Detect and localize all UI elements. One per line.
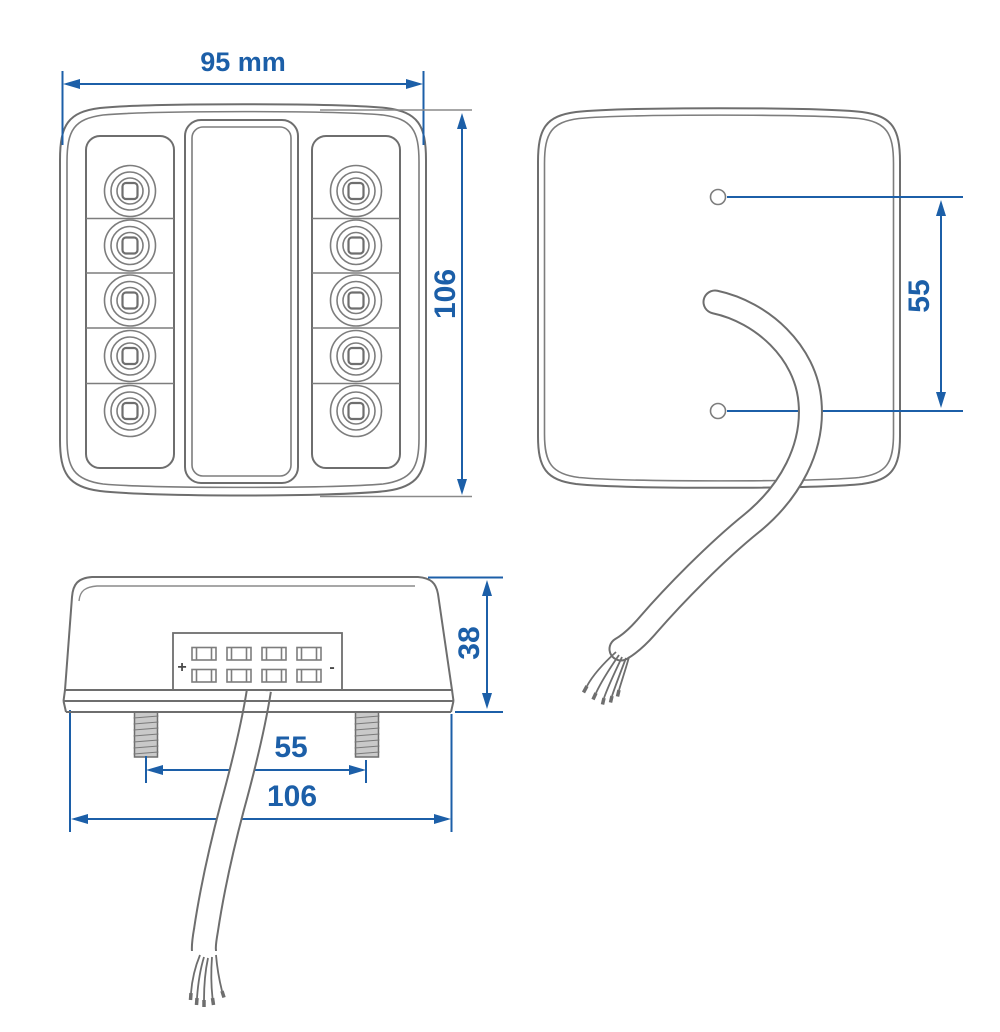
right-led-panel: [311, 135, 401, 469]
left-mounting-stud: [132, 711, 160, 758]
stud-spacing-label: 55: [274, 731, 307, 764]
arrow-down-icon: [457, 479, 467, 495]
front-height-dimension: 106: [320, 109, 472, 498]
side-wire-tips: [188, 990, 226, 1007]
front-width-dimension: 95 mm: [61, 47, 425, 145]
terminal-plus-label: +: [177, 659, 186, 676]
front-view: 95 mm 106: [59, 47, 472, 498]
arrow-right-icon: [349, 765, 366, 775]
side-cable-wires: [190, 954, 223, 1001]
right-mounting-stud: [353, 711, 381, 758]
arrow-up-icon: [936, 200, 946, 216]
arrow-left-icon: [146, 765, 163, 775]
arrow-down-icon: [936, 392, 946, 408]
hole-spacing-dimension: 55: [727, 196, 963, 412]
back-view: 55: [537, 107, 963, 705]
terminal-block: + -: [172, 632, 343, 691]
back-cable-wires: [586, 651, 630, 699]
mounting-hole-bottom: [709, 402, 727, 420]
side-cable: [188, 687, 272, 1007]
mounting-flange: [62, 689, 455, 713]
arrow-up-icon: [482, 580, 492, 596]
front-width-label: 95 mm: [200, 47, 286, 77]
side-width-label: 106: [267, 780, 317, 813]
left-led-panel: [85, 135, 175, 469]
side-height-dimension: 38: [428, 576, 503, 713]
terminal-minus-label: -: [329, 659, 334, 676]
arrow-left-icon: [63, 79, 80, 89]
lamp-body-inner-outline: [66, 110, 420, 489]
center-panel-outline: [184, 119, 299, 484]
side-height-label: 38: [453, 626, 486, 659]
back-body-inner-outline: [543, 114, 895, 482]
side-view: 55 106 38: [62, 576, 503, 1007]
lamp-body-outline: [59, 103, 427, 497]
stud-spacing-dimension: 55: [145, 731, 367, 783]
center-panel-inner-outline: [191, 126, 292, 477]
side-body-inner-line: [78, 585, 415, 602]
back-wire-tips: [581, 685, 621, 705]
front-height-label: 106: [429, 269, 462, 319]
arrow-right-icon: [434, 814, 451, 824]
arrow-right-icon: [406, 79, 423, 89]
arrow-down-icon: [482, 693, 492, 709]
hole-spacing-label: 55: [903, 279, 936, 312]
arrow-left-icon: [71, 814, 88, 824]
arrow-up-icon: [457, 113, 467, 129]
back-body-outline: [537, 107, 901, 489]
mounting-hole-top: [709, 188, 727, 206]
side-width-dimension: 106: [69, 710, 453, 832]
back-cable: [581, 289, 823, 705]
